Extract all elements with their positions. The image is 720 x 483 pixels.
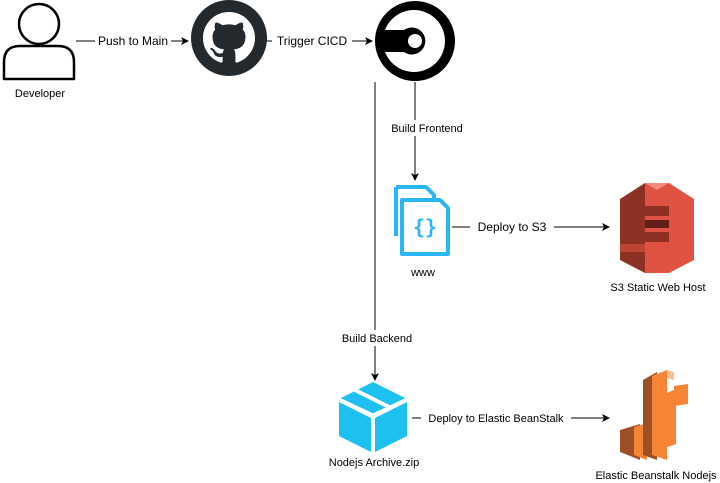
edge-label-trigger-cicd: Trigger CICD xyxy=(277,34,348,48)
edge-label-push-to-main: Push to Main xyxy=(98,34,168,48)
beanstalk-label: Elastic Beanstalk Nodejs xyxy=(595,470,717,482)
archive-node: Nodejs Archive.zip xyxy=(329,382,420,469)
github-icon xyxy=(191,0,267,76)
edge-label-build-frontend: Build Frontend xyxy=(391,123,463,135)
edge-deploy-to-s3: Deploy to S3 xyxy=(452,218,610,235)
edge-label-deploy-to-elastic-beanstalk: Deploy to Elastic BeanStalk xyxy=(428,413,564,425)
edge-build-backend: Build Backend xyxy=(336,82,418,381)
s3-node: S3 Static Web Host xyxy=(610,183,706,294)
archive-label: Nodejs Archive.zip xyxy=(329,457,420,469)
aws-s3-icon xyxy=(620,183,694,273)
circleci-node xyxy=(375,1,455,81)
edge-label-build-backend: Build Backend xyxy=(342,333,412,345)
www-node: {} www xyxy=(394,185,450,279)
package-box-icon xyxy=(338,382,408,452)
user-icon xyxy=(2,2,76,81)
s3-label: S3 Static Web Host xyxy=(610,282,705,294)
edge-build-frontend: Build Frontend xyxy=(382,82,472,181)
circleci-icon xyxy=(375,1,455,81)
edge-label-deploy-to-s3: Deploy to S3 xyxy=(478,220,547,234)
code-files-icon: {} xyxy=(394,185,450,256)
edge-deploy-to-elastic-beanstalk: Deploy to Elastic BeanStalk xyxy=(412,410,610,426)
github-node xyxy=(191,0,267,76)
developer-node: Developer xyxy=(2,2,76,100)
beanstalk-node: Elastic Beanstalk Nodejs xyxy=(595,370,717,482)
edge-push-to-main: Push to Main xyxy=(76,33,189,49)
aws-elastic-beanstalk-icon xyxy=(620,370,688,460)
developer-label: Developer xyxy=(15,88,65,100)
www-label: www xyxy=(410,267,435,279)
svg-text:{}: {} xyxy=(413,215,437,239)
edge-trigger-cicd: Trigger CICD xyxy=(266,33,373,49)
